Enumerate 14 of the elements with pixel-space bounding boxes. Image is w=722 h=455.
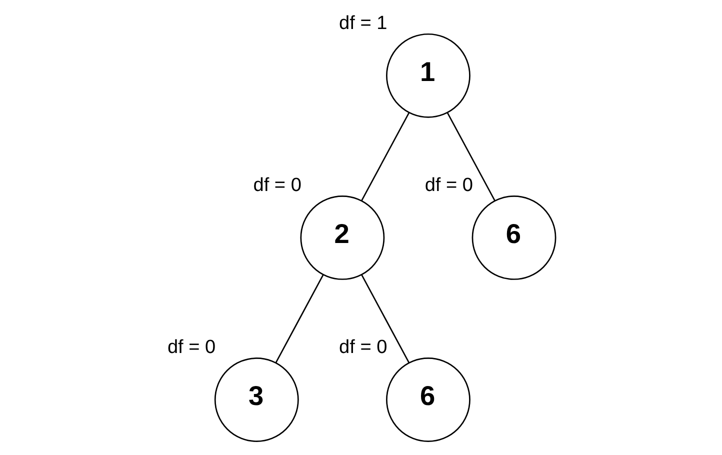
node-label: df = 0 (252, 175, 301, 196)
node-circle: 2 (300, 196, 384, 280)
node-circle: 1 (386, 33, 470, 118)
connector (360, 112, 410, 202)
connector (360, 274, 410, 364)
node-circle: 3 (214, 358, 298, 442)
node-label: df = 0 (424, 175, 473, 196)
node-label: df = 0 (166, 337, 216, 358)
node-label: df = 0 (338, 337, 387, 358)
connector (446, 112, 495, 202)
node-circle: 6 (386, 358, 470, 442)
connector (274, 274, 324, 364)
node-circle: 6 (471, 196, 556, 280)
node-label: df = 1 (338, 12, 387, 34)
